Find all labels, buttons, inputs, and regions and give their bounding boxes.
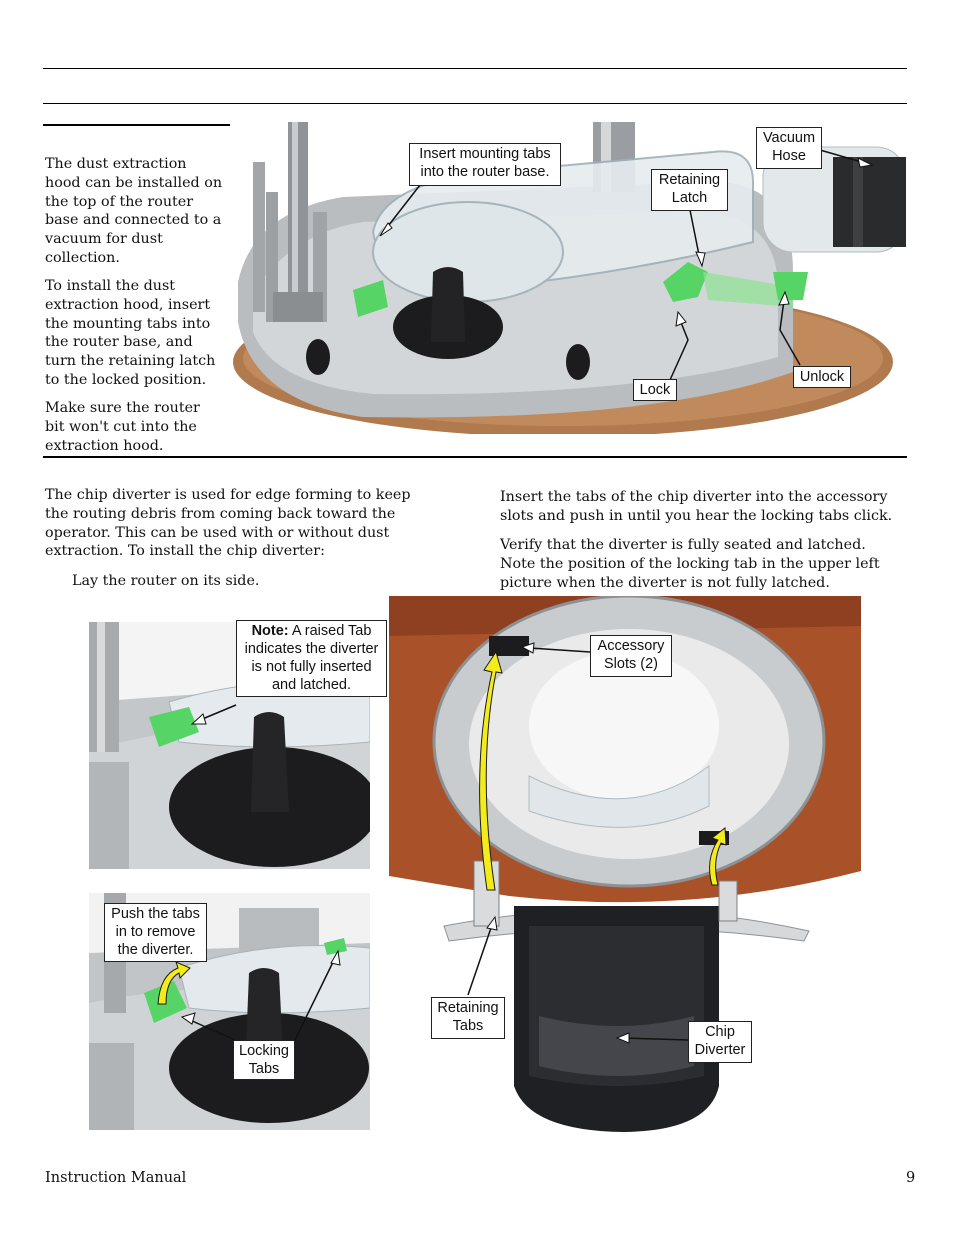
- locking-tabs-photo: [89, 893, 370, 1130]
- callout-vacuum-hose: Vacuum Hose: [756, 127, 822, 169]
- header-rule-top: [43, 68, 907, 69]
- dust-hood-intro: The dust extraction hood can be installe…: [45, 156, 223, 266]
- callout-retaining-tabs: Retaining Tabs: [431, 997, 505, 1039]
- callout-lock: Lock: [633, 379, 677, 401]
- footer-page-number: 9: [906, 1170, 916, 1186]
- chip-diverter-insert-tabs: Insert the tabs of the chip diverter int…: [500, 489, 893, 524]
- dust-hood-warning: Make sure the router bit won't cut into …: [45, 400, 200, 454]
- callout-chip-diverter: Chip Diverter: [688, 1021, 752, 1063]
- chip-diverter-step: Lay the router on its side.: [72, 573, 260, 589]
- dust-hood-install-steps: To install the dust extraction hood, ins…: [45, 278, 216, 388]
- callout-accessory-slots: Accessory Slots (2): [590, 635, 672, 677]
- callout-note-raised-tab: Note: A raised Tab indicates the diverte…: [236, 620, 387, 697]
- footer-manual-title: Instruction Manual: [45, 1170, 187, 1186]
- callout-locking-tabs: Locking Tabs: [233, 1040, 295, 1080]
- callout-push-tabs: Push the tabs in to remove the diverter.: [104, 903, 207, 962]
- note-label: Note:: [251, 623, 289, 639]
- chip-diverter-verify: Verify that the diverter is fully seated…: [500, 537, 880, 591]
- section-heading-rule: [43, 124, 230, 126]
- section-divider-rule: [43, 456, 907, 458]
- callout-retaining-latch: Retaining Latch: [651, 169, 728, 211]
- callout-insert-mounting-tabs: Insert mounting tabs into the router bas…: [409, 143, 561, 186]
- callout-unlock: Unlock: [793, 366, 851, 388]
- note-text: A raised Tab indicates the diverter is n…: [244, 623, 379, 693]
- chip-diverter-photo: [389, 596, 861, 1134]
- chip-diverter-intro: The chip diverter is used for edge formi…: [45, 487, 411, 560]
- header-rule-second: [43, 103, 907, 104]
